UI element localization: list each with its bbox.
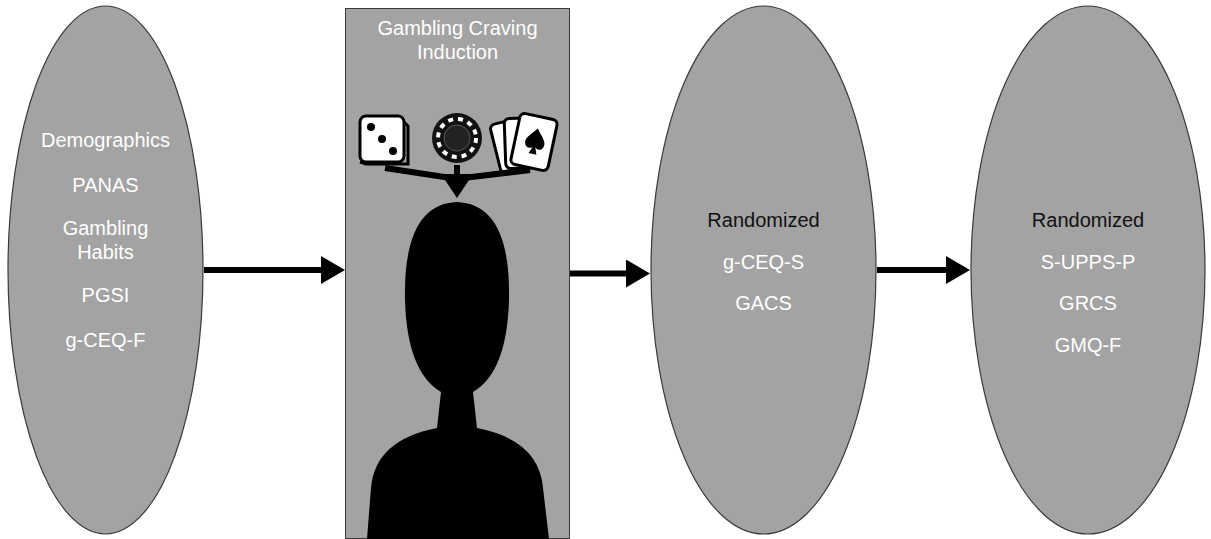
node-label: GMQ-F bbox=[1055, 333, 1122, 357]
node-label: g-CEQ-F bbox=[66, 328, 146, 352]
ellipse-fill bbox=[971, 6, 1205, 534]
craving-illustration bbox=[345, 8, 570, 539]
node-label: Demographics bbox=[41, 128, 170, 152]
flow-arrow bbox=[204, 267, 321, 273]
measure-ellipse: RandomizedS-UPPS-P GRCS GMQ-F bbox=[970, 5, 1206, 535]
node-label: PANAS bbox=[72, 173, 138, 197]
flow-arrow bbox=[570, 271, 626, 277]
die-icon bbox=[360, 116, 408, 164]
chip-icon bbox=[432, 113, 482, 163]
ellipse-outline bbox=[7, 5, 204, 535]
converge-arrow bbox=[385, 165, 530, 198]
ellipse-fill bbox=[651, 6, 876, 534]
node-label: PGSI bbox=[82, 283, 130, 307]
node-label: Randomized bbox=[1032, 208, 1144, 232]
node-label: S-UPPS-P bbox=[1041, 250, 1135, 274]
node-label: Gambling Craving Induction bbox=[368, 16, 548, 64]
node-label: g-CEQ-S bbox=[723, 250, 804, 274]
node-label: GACS bbox=[735, 291, 792, 315]
measure-ellipse: Randomized g-CEQ-S GACS bbox=[650, 5, 877, 535]
induction-panel: Gambling Craving Induction bbox=[345, 8, 570, 539]
node-label: Gambling Habits bbox=[51, 216, 161, 264]
measure-ellipse: DemographicsPANAS Gambling HabitsPGSI g-CE… bbox=[7, 5, 204, 535]
ellipse-fill bbox=[8, 6, 203, 534]
flow-arrow bbox=[877, 267, 946, 273]
node-label: GRCS bbox=[1059, 291, 1117, 315]
cards-icon bbox=[490, 113, 558, 174]
node-label: Randomized bbox=[707, 208, 819, 232]
head-silhouette bbox=[367, 202, 549, 539]
